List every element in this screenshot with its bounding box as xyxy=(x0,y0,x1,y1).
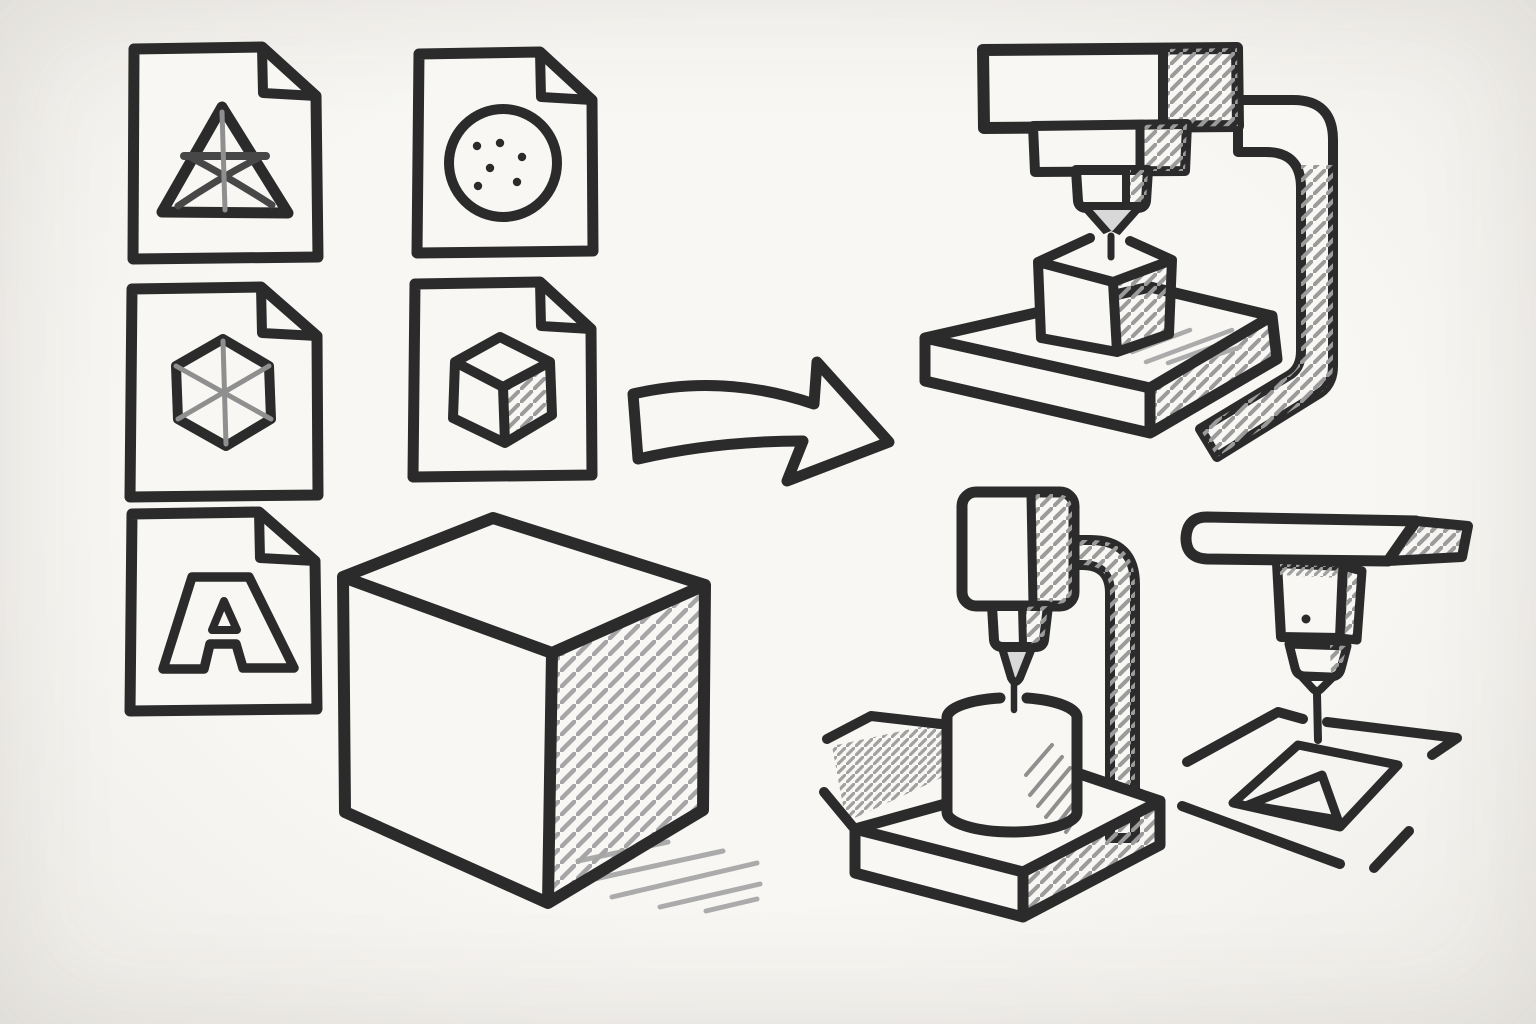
base-front-face xyxy=(855,829,1023,917)
platform-front-face xyxy=(925,338,1150,433)
platform-shaded-face xyxy=(1150,316,1277,432)
dot xyxy=(472,141,482,151)
laser-head-dot xyxy=(1301,614,1311,624)
print-cube-shaded-face xyxy=(1113,260,1172,352)
cube-icon-edges xyxy=(448,332,557,448)
printer-cylinder-machine xyxy=(819,486,1166,923)
laser-engraver-machine xyxy=(1177,511,1473,873)
nozzle-neck-divider xyxy=(1018,603,1027,650)
c-frame-arm-hatch xyxy=(1200,165,1333,457)
source-cube-model xyxy=(337,512,763,914)
mesh-vertical xyxy=(219,109,228,213)
cube-shaded-face xyxy=(548,585,705,903)
dot xyxy=(473,181,483,191)
file-document-pointcloud xyxy=(411,46,599,259)
file-document-wireframe xyxy=(124,281,324,503)
print-head-box-hatch xyxy=(1032,494,1072,604)
work-sheet-border xyxy=(1177,707,1462,873)
laser-beam xyxy=(1313,690,1322,744)
laser-nozzle-hatch xyxy=(1330,645,1347,675)
file-document-letter-a xyxy=(124,506,323,717)
cylinder-hatch-strokes xyxy=(1024,743,1080,834)
gantry-bar xyxy=(1180,511,1422,567)
extruder-nozzle-cone xyxy=(998,644,1036,686)
dot xyxy=(517,152,527,162)
dot xyxy=(495,138,505,148)
dot xyxy=(512,177,522,187)
engraved-panel xyxy=(1228,740,1403,832)
cube-left-face xyxy=(343,577,552,903)
conversion-arrow xyxy=(627,356,895,487)
file-document-mesh xyxy=(127,41,324,265)
laser-head-top-hatch xyxy=(1280,564,1342,578)
cube-edges xyxy=(337,512,711,909)
print-head-box-divider xyxy=(1026,489,1038,609)
gantry-top-box-hatch xyxy=(1163,48,1238,127)
cylinder-edges xyxy=(941,692,1083,838)
pointcloud-circle-icon xyxy=(444,104,562,222)
curved-support-arm-hatch xyxy=(1073,540,1135,838)
file-document-cube xyxy=(407,276,598,483)
nozzle-holder-hatch xyxy=(1126,170,1148,206)
table-hatch-wedge xyxy=(832,722,954,822)
carriage-box-hatch xyxy=(1140,124,1187,171)
letter-a-glyph xyxy=(158,572,299,674)
page-fold-corner xyxy=(254,507,320,566)
laser-nozzle-tip xyxy=(1298,673,1337,695)
dot xyxy=(485,163,495,173)
engraved-triangle xyxy=(1243,770,1343,825)
page-fold-corner xyxy=(257,42,321,101)
nozzle-neck-hatch xyxy=(1022,606,1048,645)
print-cube-edges xyxy=(1033,233,1177,357)
base-shaded-face xyxy=(1023,801,1160,917)
point-dots xyxy=(472,138,527,191)
printer-cube-machine xyxy=(919,42,1338,462)
page-fold-corner xyxy=(535,47,597,105)
extruder-nozzle-cone xyxy=(1080,202,1144,239)
laser-head-side-hatch xyxy=(1335,561,1367,645)
page-fold-corner xyxy=(256,282,322,341)
page-fold-corner xyxy=(535,277,596,334)
print-cube-left-face xyxy=(1038,262,1117,352)
mesh-diagonals xyxy=(174,154,276,210)
hexagon-spokes xyxy=(173,338,274,447)
table-edge-lines xyxy=(819,711,946,832)
arrow-icon xyxy=(627,356,895,487)
letter-a-counter xyxy=(208,597,241,634)
page-outline xyxy=(411,46,599,259)
gantry-bar-shaded-end xyxy=(1383,516,1473,566)
